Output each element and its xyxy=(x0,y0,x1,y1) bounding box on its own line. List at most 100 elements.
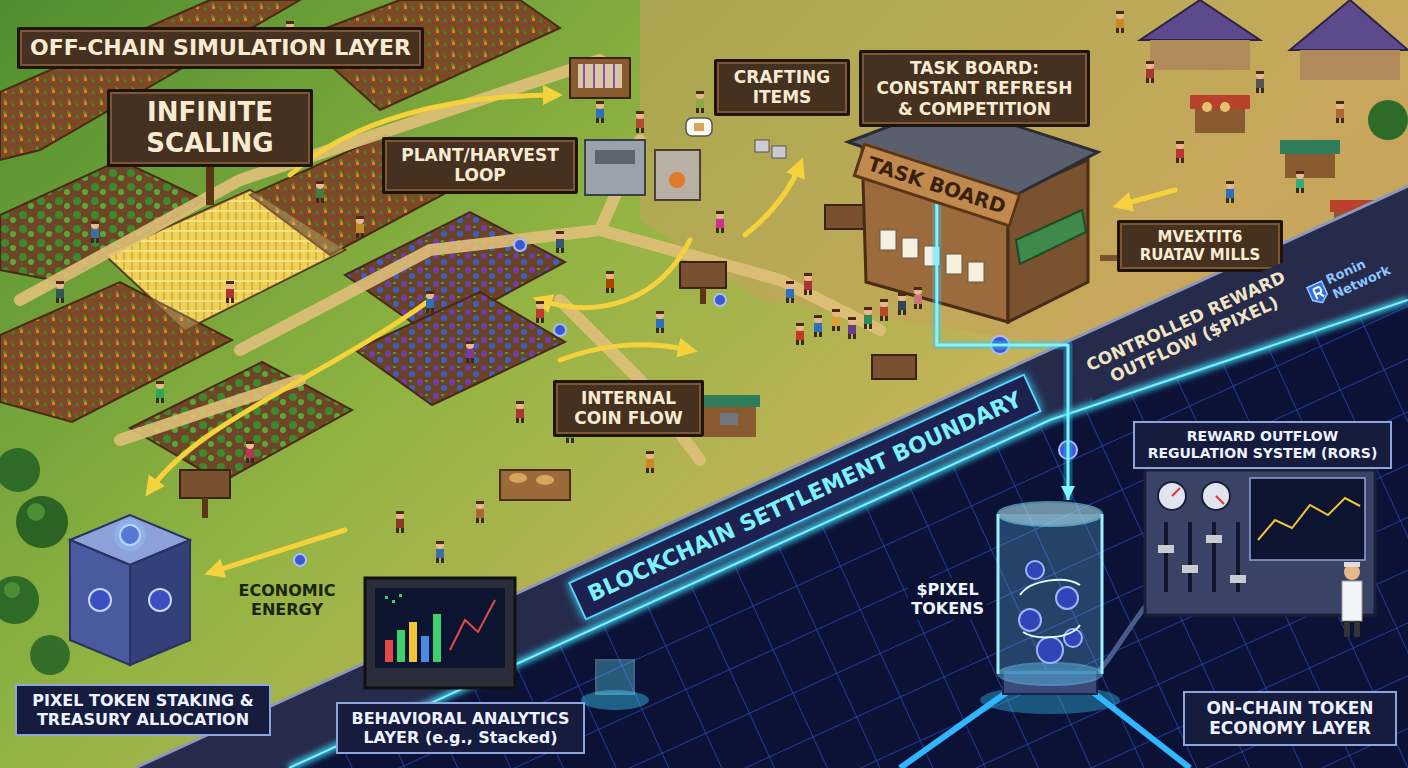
dirt-paths xyxy=(240,230,880,350)
cylinder-shape xyxy=(998,663,1102,685)
rors-console xyxy=(1258,498,1360,540)
villagers xyxy=(848,317,856,339)
node-text: INFINITE SCALING xyxy=(120,97,300,159)
market-stalls xyxy=(1220,102,1230,112)
staking-vault xyxy=(70,515,190,665)
villagers xyxy=(56,11,1344,563)
market-stalls xyxy=(1285,154,1335,178)
cylinder-shape xyxy=(1019,609,1041,631)
node-text: PLANT/HARVEST LOOP xyxy=(395,145,565,186)
rors-console xyxy=(1182,565,1198,573)
villagers xyxy=(1336,101,1344,123)
villagers xyxy=(1256,71,1264,93)
scientist xyxy=(1342,581,1362,621)
villagers xyxy=(396,511,404,533)
signpost xyxy=(202,498,208,518)
trees xyxy=(0,576,39,624)
node-text: $PIXEL TOKENS xyxy=(908,578,987,620)
villagers xyxy=(716,211,724,233)
settlement-boundary-wall xyxy=(289,300,1408,768)
rors-console xyxy=(1164,522,1168,592)
market-stalls xyxy=(720,413,738,425)
analytics-monitor xyxy=(385,640,393,662)
market-stalls xyxy=(1300,50,1400,80)
crafting-machines xyxy=(694,123,704,131)
coins xyxy=(554,324,566,336)
node-text: PIXEL TOKEN STAKING & TREASURY ALLOCATIO… xyxy=(27,691,259,729)
callout-box: CRAFTING ITEMS xyxy=(714,59,850,116)
cylinder-shape xyxy=(1026,561,1044,579)
trees xyxy=(16,496,68,548)
market-stalls xyxy=(509,473,527,483)
dirt-paths xyxy=(120,380,300,440)
market-stalls xyxy=(1280,140,1340,154)
node-text: MVEXTIT6 RUATAV MILLS xyxy=(1130,228,1270,264)
analytics-monitor xyxy=(433,614,441,662)
task-board-building xyxy=(902,238,918,258)
villagers xyxy=(636,111,644,133)
villagers xyxy=(804,273,812,295)
crafting-machines xyxy=(584,64,614,88)
market-stalls xyxy=(704,407,756,437)
node-text: REWARD OUTFLOW REGULATION SYSTEM (RORS) xyxy=(1145,428,1380,462)
market-stalls xyxy=(1150,40,1250,70)
flow-arrows xyxy=(1120,190,1175,205)
analytics-monitor xyxy=(375,588,505,668)
settlement-boundary-wall xyxy=(135,186,1408,768)
settlement-boundary-wall xyxy=(289,300,1408,768)
signpost xyxy=(700,288,706,304)
rors-console xyxy=(1158,545,1174,553)
task-board-building xyxy=(880,230,896,250)
market-stalls xyxy=(700,395,760,407)
villagers xyxy=(596,101,604,123)
analytics-monitor xyxy=(385,596,388,599)
villagers xyxy=(226,281,234,303)
flow-arrows xyxy=(212,530,345,572)
market-stalls xyxy=(536,475,554,485)
trees xyxy=(30,635,70,675)
villagers xyxy=(536,301,544,323)
villagers xyxy=(786,281,794,303)
crop-fields xyxy=(0,0,300,160)
signpost-label: INFINITE SCALING xyxy=(107,89,313,167)
villagers xyxy=(436,541,444,563)
market-stalls xyxy=(1202,102,1212,112)
villagers xyxy=(356,216,364,238)
crafting-machines xyxy=(669,172,685,188)
hologram-cube xyxy=(596,660,634,694)
analytics-label: BEHAVIORAL ANALYTICS LAYER (e.g., Stacke… xyxy=(336,702,585,754)
rors-console xyxy=(1188,522,1192,592)
rors-console xyxy=(1145,470,1375,615)
villagers xyxy=(1296,171,1304,193)
trees xyxy=(0,448,40,492)
cylinder-shape xyxy=(995,500,1105,695)
staking-vault xyxy=(149,589,171,611)
villagers xyxy=(556,231,564,253)
rors-console xyxy=(1216,496,1224,504)
villagers xyxy=(156,381,164,403)
cylinder-pipes xyxy=(900,690,1190,768)
analytics-monitor xyxy=(365,578,515,688)
villagers xyxy=(476,501,484,523)
crop-fields xyxy=(355,292,565,405)
villagers xyxy=(898,293,906,315)
ronin-icon xyxy=(1307,281,1330,306)
node-text: ON-CHAIN TOKEN ECONOMY LAYER xyxy=(1195,698,1385,739)
cylinder-shape xyxy=(998,514,1102,674)
rors-console xyxy=(1202,482,1230,510)
crafting-machines xyxy=(585,140,645,195)
task-board-building xyxy=(946,254,962,274)
scientist xyxy=(1344,562,1360,567)
cylinder-shape xyxy=(998,514,1102,674)
villagers xyxy=(864,307,872,329)
villagers xyxy=(246,441,254,463)
villagers xyxy=(796,323,804,345)
scientist xyxy=(1354,621,1360,637)
flow-arrows xyxy=(745,165,800,235)
signpost xyxy=(825,205,865,229)
flow-label: ECONOMIC ENERGY xyxy=(232,581,342,619)
system-label: REWARD OUTFLOW REGULATION SYSTEM (RORS) xyxy=(1133,421,1392,469)
villagers xyxy=(606,271,614,293)
token-cylinder: $PIXEL TOKENS xyxy=(995,500,1105,695)
